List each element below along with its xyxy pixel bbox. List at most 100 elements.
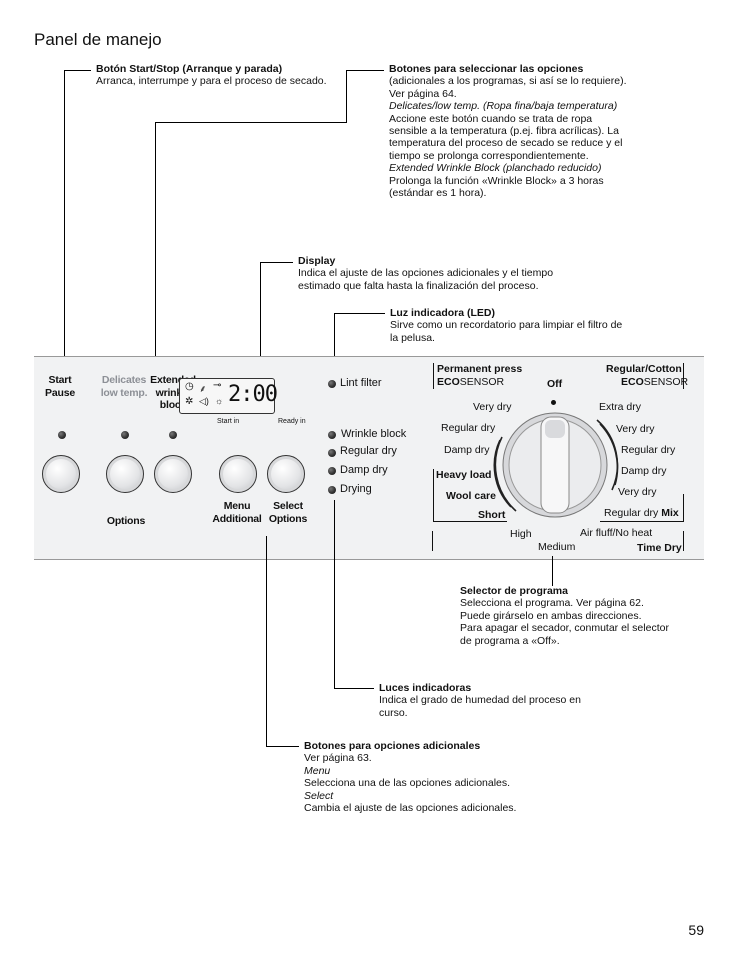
led-callout-line: la pelusa.: [390, 331, 435, 344]
menu-option-line: Selecciona una de las opciones adicional…: [304, 777, 511, 790]
drying-label: Drying: [340, 483, 372, 495]
display-callout-line: Indica el ajuste de las opciones adicion…: [298, 267, 554, 280]
lint-filter-led: [328, 380, 336, 388]
regular-dry-led: [328, 449, 336, 457]
options-callout-line: (adicionales a los programas, si así se …: [389, 75, 627, 88]
clock-icon: ◷: [185, 381, 194, 392]
dry-icon: ⸙: [199, 384, 207, 395]
short-label: Short: [478, 509, 506, 521]
left-very-dry: Very dry: [473, 401, 512, 413]
wool-care-label: Wool care: [446, 490, 496, 502]
left-regular-dry: Regular dry: [441, 422, 496, 434]
extended-wrinkle-button[interactable]: [154, 455, 192, 493]
eco-sensor-right: ECOSENSOR: [621, 376, 689, 388]
delicates-option-line: temperatura del proceso de secado se red…: [389, 137, 623, 150]
off-label: Off: [547, 378, 563, 390]
bracket-line: [683, 494, 684, 522]
time-dry-label: Time Dry: [637, 542, 682, 554]
permanent-press-label: Permanent press: [437, 363, 523, 375]
start-pause-button[interactable]: [42, 455, 80, 493]
program-selector-line: Para apagar el secador, conmutar el sele…: [460, 622, 669, 635]
bracket-line: [433, 469, 434, 521]
leader-line: [266, 536, 267, 746]
display-callout-line: estimado que falta hasta la finalización…: [298, 279, 539, 292]
regular-cotton-label: Regular/Cotton: [606, 363, 682, 375]
lint-filter-label: Lint filter: [340, 377, 382, 389]
program-selector-dial[interactable]: [490, 400, 620, 530]
additional-options-callout: Botones para opciones adicionales Ver pá…: [304, 740, 516, 814]
time-display: ◷ ⸙ ⊸ ✲ ◁) ☼ 2:00: [179, 378, 278, 414]
menu-button[interactable]: [219, 455, 257, 493]
delicates-option-title: Delicates/low temp. (Ropa fina/baja temp…: [389, 100, 618, 113]
time-digits: 2:00: [228, 382, 278, 407]
start-led: [58, 431, 66, 439]
leader-line: [260, 262, 293, 263]
start-in-label: Start in: [217, 418, 240, 425]
menu-option-title: Menu: [304, 764, 331, 777]
leader-line: [552, 556, 553, 586]
options-buttons-callout: Botones para seleccionar las opciones (a…: [389, 63, 659, 199]
drying-led: [328, 486, 336, 494]
leader-line: [155, 122, 156, 373]
select-option-title: Select: [304, 789, 334, 802]
leader-line: [266, 746, 299, 747]
led-callout: Luz indicadora (LED) Sirve como un recor…: [390, 307, 622, 344]
bracket-line: [433, 521, 507, 522]
led-callout-line: Sirve como un recordatorio para limpiar …: [390, 319, 623, 332]
page-number: 59: [688, 922, 704, 938]
options-callout-title: Botones para seleccionar las opciones: [389, 63, 584, 75]
extended-wrinkle-line: (estándar es 1 hora).: [389, 187, 487, 200]
bracket-line: [432, 531, 433, 551]
delicates-option-line: Accione este botón cuando se trata de ro…: [389, 112, 593, 125]
delicates-button[interactable]: [106, 455, 144, 493]
indicator-lights-line: Indica el grado de humedad del proceso e…: [379, 694, 581, 707]
key-icon: ⊸: [213, 380, 222, 391]
start-stop-callout-line: Arranca, interrumpe y para el proceso de…: [96, 75, 327, 88]
delicates-option-line: sensible a la temperatura (p.ej. fibra a…: [389, 125, 619, 138]
select-option-line: Cambia el ajuste de las opciones adicion…: [304, 802, 517, 815]
air-fluff-label: Air fluff/No heat: [580, 527, 653, 539]
left-damp-dry: Damp dry: [444, 444, 490, 456]
regular-dry-mix: Regular dry Mix: [604, 507, 679, 519]
heat-icon: ✲: [185, 396, 194, 407]
dial-marker: [551, 400, 556, 405]
ready-in-label: Ready in: [278, 418, 306, 425]
start-stop-callout: Botón Start/Stop (Arranque y parada) Arr…: [96, 63, 327, 88]
leader-line: [260, 262, 261, 378]
display-callout: Display Indica el ajuste de las opciones…: [298, 255, 553, 292]
light-icon: ☼: [215, 396, 224, 406]
leader-line: [334, 313, 385, 314]
wrinkle-block-label: Wrinkle block: [341, 428, 407, 440]
indicator-lights-line: curso.: [379, 706, 408, 719]
extended-wrinkle-line: Prolonga la función «Wrinkle Block» a 3 …: [389, 174, 604, 187]
leader-line: [334, 313, 335, 376]
display-callout-title: Display: [298, 255, 336, 267]
options-callout-line: Ver página 64.: [389, 87, 457, 100]
additional-options-title: Botones para opciones adicionales: [304, 740, 481, 752]
right-extra-dry: Extra dry: [599, 401, 642, 413]
damp-dry-led: [328, 467, 336, 475]
leader-line: [334, 500, 335, 688]
leader-line: [334, 688, 374, 689]
start-stop-callout-title: Botón Start/Stop (Arranque y parada): [96, 63, 283, 75]
regular-dry-label: Regular dry: [340, 445, 397, 457]
right-damp-dry: Damp dry: [621, 465, 667, 477]
right-very-dry: Very dry: [616, 423, 655, 435]
leader-line: [64, 70, 65, 373]
delicates-option-line: tiempo se prolonga correspondientemente.: [389, 149, 589, 162]
right-regular-dry: Regular dry: [621, 444, 676, 456]
bracket-line: [600, 521, 684, 522]
program-selector-callout: Selector de programa Selecciona el progr…: [460, 585, 669, 647]
program-selector-line: Puede girárselo en ambas direcciones.: [460, 609, 642, 622]
select-button[interactable]: [267, 455, 305, 493]
leader-line: [346, 70, 384, 71]
bracket-line: [683, 531, 684, 551]
program-selector-line: Selecciona el programa. Ver página 62.: [460, 597, 644, 610]
leader-line: [64, 70, 91, 71]
leader-line: [346, 70, 347, 122]
sound-icon: ◁): [199, 396, 209, 406]
right-very-dry-2: Very dry: [618, 486, 657, 498]
